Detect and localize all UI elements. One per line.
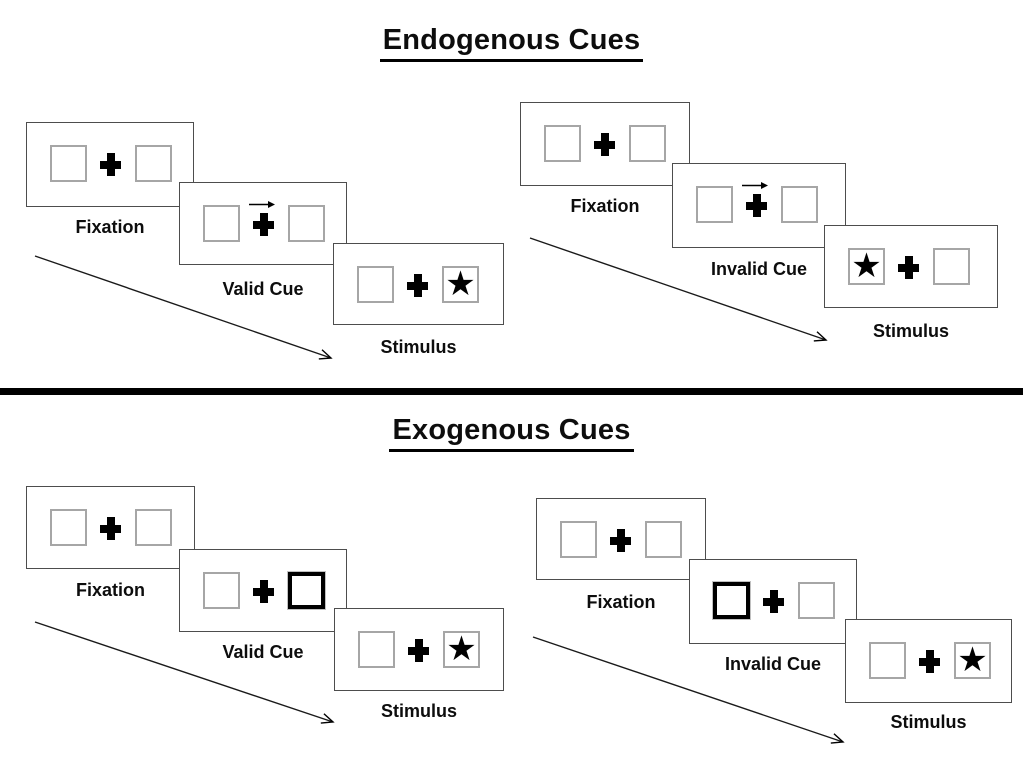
- cue-label: Invalid Cue: [724, 654, 822, 674]
- section-divider: [0, 388, 1023, 395]
- cue-label: Valid Cue: [222, 642, 304, 662]
- section-title-text: Exogenous Cues: [389, 414, 634, 452]
- stimulus-panel: ★: [845, 619, 1012, 703]
- left-box-cued: [712, 581, 751, 620]
- right-box: [645, 521, 682, 558]
- stimulus-label: Stimulus: [380, 337, 457, 357]
- fixation-panel: [26, 122, 194, 207]
- section-title-exogenous: Exogenous Cues: [0, 414, 1023, 452]
- right-box: [781, 186, 818, 223]
- right-box: [135, 145, 172, 182]
- right-box: [288, 205, 325, 242]
- stimulus-panel: ★: [334, 608, 504, 691]
- left-box: [869, 642, 906, 679]
- fixation-cross-icon: [919, 650, 940, 673]
- fixation-cross-icon: [253, 580, 274, 603]
- star-icon: ★: [446, 629, 477, 668]
- stimulus-label: Stimulus: [380, 701, 457, 721]
- fixation-cross-icon: [100, 153, 121, 176]
- star-icon: ★: [851, 246, 882, 285]
- cue-panel: [689, 559, 857, 644]
- section-title-text: Endogenous Cues: [379, 24, 644, 62]
- fixation-cross-icon: [763, 590, 784, 613]
- cue-panel: [672, 163, 846, 248]
- fixation-panel: [26, 486, 195, 569]
- fixation-cross-icon: [610, 529, 631, 552]
- left-box: [560, 521, 597, 558]
- stimulus-panel: ★: [824, 225, 998, 308]
- left-box: [357, 266, 394, 303]
- fixation-cross-icon: [746, 194, 767, 217]
- right-box: [629, 125, 666, 162]
- fixation-label: Fixation: [75, 217, 145, 237]
- star-icon: ★: [957, 640, 988, 679]
- section-title-endogenous: Endogenous Cues: [0, 24, 1023, 62]
- left-box: ★: [848, 248, 885, 285]
- stimulus-panel: ★: [333, 243, 504, 325]
- fixation-cross-icon: [100, 517, 121, 540]
- fixation-label: Fixation: [75, 580, 145, 600]
- right-arrow-icon: [742, 182, 768, 189]
- right-box: ★: [954, 642, 991, 679]
- left-box: [358, 631, 395, 668]
- stimulus-label: Stimulus: [872, 321, 949, 341]
- fixation-cross-icon: [407, 274, 428, 297]
- fixation-cross-icon: [898, 256, 919, 279]
- right-arrow-icon: [249, 201, 275, 208]
- fixation-label: Fixation: [570, 196, 640, 216]
- left-box: [203, 205, 240, 242]
- right-box: ★: [442, 266, 479, 303]
- right-box: ★: [443, 631, 480, 668]
- fixation-panel: [536, 498, 706, 580]
- fixation-cross-icon: [253, 213, 274, 236]
- cue-label: Invalid Cue: [710, 259, 808, 279]
- left-box: [544, 125, 581, 162]
- fixation-panel: [520, 102, 690, 186]
- cue-panel: [179, 182, 347, 265]
- cue-panel: [179, 549, 347, 632]
- stimulus-label: Stimulus: [890, 712, 967, 732]
- fixation-cross-icon: [408, 639, 429, 662]
- right-box: [135, 509, 172, 546]
- left-box: [50, 509, 87, 546]
- star-icon: ★: [445, 264, 476, 303]
- cue-label: Valid Cue: [222, 279, 304, 299]
- right-box: [933, 248, 970, 285]
- left-box: [696, 186, 733, 223]
- left-box: [203, 572, 240, 609]
- right-box: [798, 582, 835, 619]
- left-box: [50, 145, 87, 182]
- fixation-cross-icon: [594, 133, 615, 156]
- right-box-cued: [287, 571, 326, 610]
- fixation-label: Fixation: [586, 592, 656, 612]
